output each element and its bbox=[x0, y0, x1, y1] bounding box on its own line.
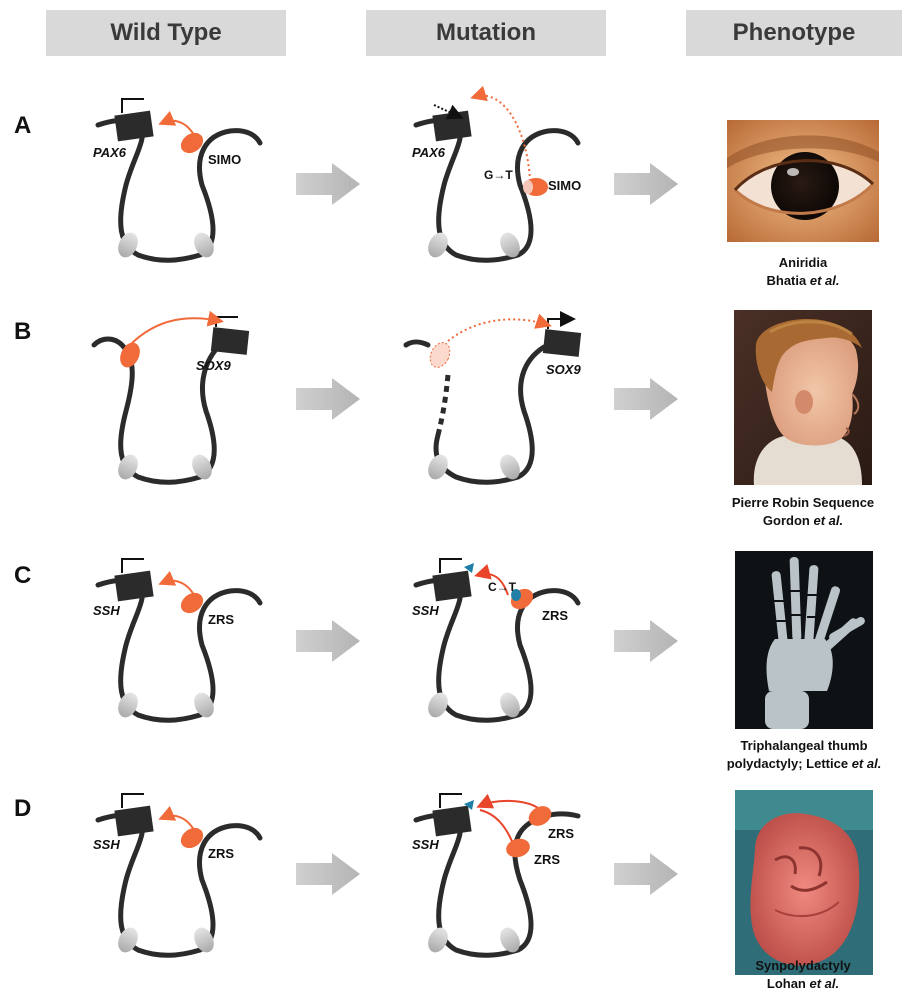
diagram-d-mutation bbox=[398, 790, 598, 960]
citation-etal-c: et al. bbox=[852, 756, 882, 771]
gene-label-d-wt: SSH bbox=[93, 837, 120, 852]
citation-author-a: Bhatia bbox=[767, 273, 807, 288]
transition-arrow-d-2 bbox=[614, 853, 678, 895]
transition-arrow-d-1 bbox=[296, 853, 360, 895]
gene-label-d-mut: SSH bbox=[412, 837, 439, 852]
gene-label-b-mut: SOX9 bbox=[546, 362, 581, 377]
gene-box bbox=[114, 571, 153, 602]
diagram-a-wild-type bbox=[80, 95, 280, 265]
diagram-b-wild-type bbox=[80, 315, 280, 485]
gene-box bbox=[432, 571, 471, 602]
element-label-d-wt: ZRS bbox=[208, 846, 234, 861]
element-label-c-wt: ZRS bbox=[208, 612, 234, 627]
element-label-c-mut: ZRS bbox=[542, 608, 568, 623]
anchor-left bbox=[424, 451, 451, 482]
row-letter-b: B bbox=[14, 318, 31, 346]
phenotype-citation-a: Bhatia et al. bbox=[727, 272, 879, 290]
transition-arrow-c-2 bbox=[614, 620, 678, 662]
gene-label-c-wt: SSH bbox=[93, 603, 120, 618]
phenotype-citation-c: polydactyly; Lettice et al. bbox=[690, 755, 918, 773]
gene-label-a-mut: PAX6 bbox=[412, 145, 445, 160]
row-letter-d: D bbox=[14, 795, 31, 823]
gene-box bbox=[432, 806, 471, 837]
enhancer-contact-arrow bbox=[130, 318, 220, 345]
enhancer-oval-2 bbox=[504, 836, 532, 860]
element-label-a-wt: SIMO bbox=[208, 152, 241, 167]
gene-box bbox=[114, 111, 153, 142]
row-letter-a: A bbox=[14, 112, 31, 140]
chromatin-stub bbox=[406, 342, 428, 345]
promoter-arrow bbox=[440, 559, 462, 573]
phenotype-caption-a: Aniridia Bhatia et al. bbox=[727, 254, 879, 290]
transition-arrow-b-2 bbox=[614, 378, 678, 420]
phenotype-name-c: Triphalangeal thumb bbox=[690, 737, 918, 755]
gene-label-a-wt: PAX6 bbox=[93, 145, 126, 160]
column-header-phenotype: Phenotype bbox=[686, 10, 902, 56]
citation-etal-a: et al. bbox=[810, 273, 840, 288]
mutation-label-c: C→T bbox=[488, 580, 516, 594]
gene-label-c-mut: SSH bbox=[412, 603, 439, 618]
mutation-label-a: G→T bbox=[484, 168, 513, 182]
aniridia-eye-photo bbox=[727, 120, 879, 242]
citation-author-b: Gordon bbox=[763, 513, 810, 528]
element-label-d-mut-1: ZRS bbox=[548, 826, 574, 841]
element-label-a-mut: SIMO bbox=[548, 178, 581, 193]
phenotype-citation-b: Gordon et al. bbox=[680, 512, 919, 530]
transition-arrow-c-1 bbox=[296, 620, 360, 662]
promoter-arrow bbox=[548, 319, 572, 329]
phenotype-name-b: Pierre Robin Sequence bbox=[680, 494, 919, 512]
phenotype-citation-d: Lohan et al. bbox=[727, 975, 879, 993]
phenotype-caption-c: Triphalangeal thumb polydactyly; Lettice… bbox=[690, 737, 918, 773]
mutation-site bbox=[523, 180, 533, 194]
pierre-robin-profile-photo bbox=[734, 310, 872, 485]
promoter-arrow bbox=[440, 794, 462, 808]
phenotype-caption-d: Synpolydactyly Lohan et al. bbox=[727, 957, 879, 993]
gene-box bbox=[114, 806, 153, 837]
synpolydactyly-hand-photo bbox=[735, 790, 873, 975]
diagram-d-wild-type bbox=[80, 790, 280, 960]
row-letter-c: C bbox=[14, 562, 31, 590]
enhancer-contact-arrow-2 bbox=[480, 810, 514, 846]
triphalangeal-thumb-xray-photo bbox=[735, 551, 873, 729]
chromatin-loop bbox=[436, 347, 544, 482]
citation-author-d: Lohan bbox=[767, 976, 806, 991]
gene-box bbox=[432, 111, 471, 142]
phenotype-name-d: Synpolydactyly bbox=[727, 957, 879, 975]
lost-contact-arrow bbox=[448, 319, 548, 341]
promoter-arrow bbox=[122, 99, 144, 113]
diagram-c-wild-type bbox=[80, 555, 280, 725]
promoter-arrow bbox=[122, 559, 144, 573]
gene-box bbox=[211, 327, 249, 355]
citation-etal-b: et al. bbox=[813, 513, 843, 528]
promoter-arrow bbox=[216, 317, 238, 327]
element-label-d-mut-2: ZRS bbox=[534, 852, 560, 867]
citation-etal-d: et al. bbox=[810, 976, 840, 991]
transition-arrow-a-1 bbox=[296, 163, 360, 205]
deleted-region bbox=[438, 375, 448, 435]
transition-arrow-a-2 bbox=[614, 163, 678, 205]
phenotype-name-a: Aniridia bbox=[727, 254, 879, 272]
gene-box bbox=[543, 329, 581, 357]
column-header-mutation: Mutation bbox=[366, 10, 606, 56]
deleted-enhancer-oval bbox=[426, 339, 453, 370]
diagram-b-mutation bbox=[398, 315, 598, 485]
transition-arrow-b-1 bbox=[296, 378, 360, 420]
column-header-wild-type: Wild Type bbox=[46, 10, 286, 56]
enhancer-contact-arrow-1 bbox=[480, 801, 538, 808]
promoter-arrow bbox=[122, 794, 144, 808]
citation-author-c: polydactyly; Lettice bbox=[727, 756, 848, 771]
phenotype-caption-b: Pierre Robin Sequence Gordon et al. bbox=[680, 494, 919, 530]
gene-label-b-wt: SOX9 bbox=[196, 358, 231, 373]
